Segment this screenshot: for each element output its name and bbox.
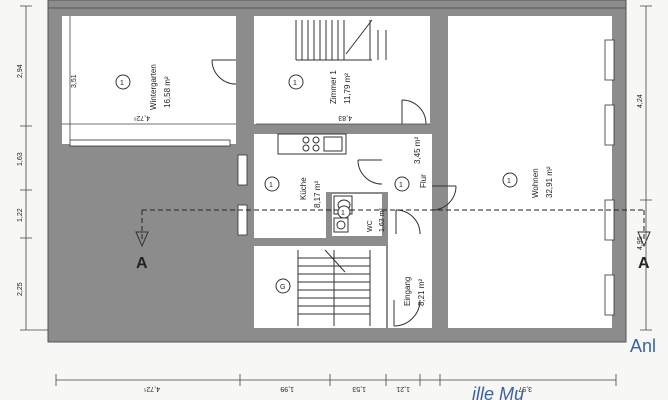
wintergarten-area: 16,58 m²	[163, 76, 172, 108]
room-number-circles: 1 1 1 1 1 1 G	[115, 74, 518, 294]
zimmer1-number: 1	[293, 80, 297, 87]
dimension-right: 4,24 4,95	[637, 5, 652, 331]
section-label-right: A	[638, 255, 650, 272]
section-arrow-right	[637, 231, 651, 248]
kueche-name: Küche	[299, 177, 308, 200]
section-label-left: A	[136, 255, 148, 272]
zimmer1-area: 11,79 m²	[343, 73, 352, 104]
top-wall-strip	[47, 0, 627, 9]
wintergarten-number: 1	[120, 80, 124, 87]
stairs-bottom	[297, 249, 371, 326]
margin-text: Anl	[630, 336, 656, 356]
section-arrow-left	[135, 231, 149, 248]
eingang-name: Eingang	[403, 277, 412, 306]
dim-bottom-5: 3,97	[518, 385, 532, 392]
stairs-top	[295, 19, 387, 61]
wintergarten-name: Wintergarten	[149, 64, 158, 110]
dim-left-4: 2,25	[17, 282, 24, 296]
dim-zimmer-width: 4,83	[338, 114, 352, 121]
dim-left-3: 1,22	[17, 208, 24, 222]
wohnen-area: 32,91 m²	[545, 166, 554, 198]
dim-bottom-1: 4,72⁵	[143, 385, 160, 392]
doors	[211, 59, 457, 327]
room-wohnen-floor	[448, 16, 612, 328]
wc-number: 1	[341, 210, 345, 217]
dimension-bottom: 4,72⁵ 1,99 1,53 1,21 3,97	[55, 374, 617, 392]
room-flur-floor	[388, 134, 432, 328]
flur-number: 1	[399, 182, 403, 189]
dim-bottom-4: 1,21	[396, 385, 410, 392]
room-zimmer1-floor	[254, 16, 430, 124]
zimmer1-name: Zimmer 1	[329, 70, 338, 104]
handwriting-note: ille Mu	[472, 384, 524, 400]
wohnen-number: 1	[507, 178, 511, 185]
dimension-left: 2,94 1,63 1,22 2,25	[17, 5, 48, 331]
dim-right-1: 4,24	[637, 94, 644, 108]
flur-area: 3,45 m²	[413, 137, 422, 164]
dim-left-1: 2,94	[17, 64, 24, 78]
section-line	[141, 209, 645, 240]
windows	[69, 39, 615, 316]
dim-wintergarten-depth: 3,51	[71, 74, 78, 88]
wohnen-name: Wohnen	[531, 168, 540, 198]
wc-name: WC	[367, 220, 374, 232]
wc-area: 1,63 m²	[379, 208, 386, 232]
dim-wintergarten-width: 4,72⁵	[133, 114, 150, 121]
flur-name: Flur	[419, 174, 428, 188]
kitchen-counter	[277, 133, 347, 155]
eingang-number: G	[280, 284, 285, 291]
eingang-area: 8,21 m²	[417, 279, 426, 306]
dim-left-2: 1,63	[17, 152, 24, 166]
room-wintergarten-floor	[62, 16, 236, 144]
dim-bottom-2: 1,99	[280, 385, 294, 392]
kueche-number: 1	[269, 182, 273, 189]
dim-right-2: 4,95	[637, 236, 644, 250]
kueche-area: 8,17 m²	[313, 181, 322, 208]
corridor-floor	[326, 134, 388, 192]
dim-bottom-3: 1,53	[352, 385, 366, 392]
